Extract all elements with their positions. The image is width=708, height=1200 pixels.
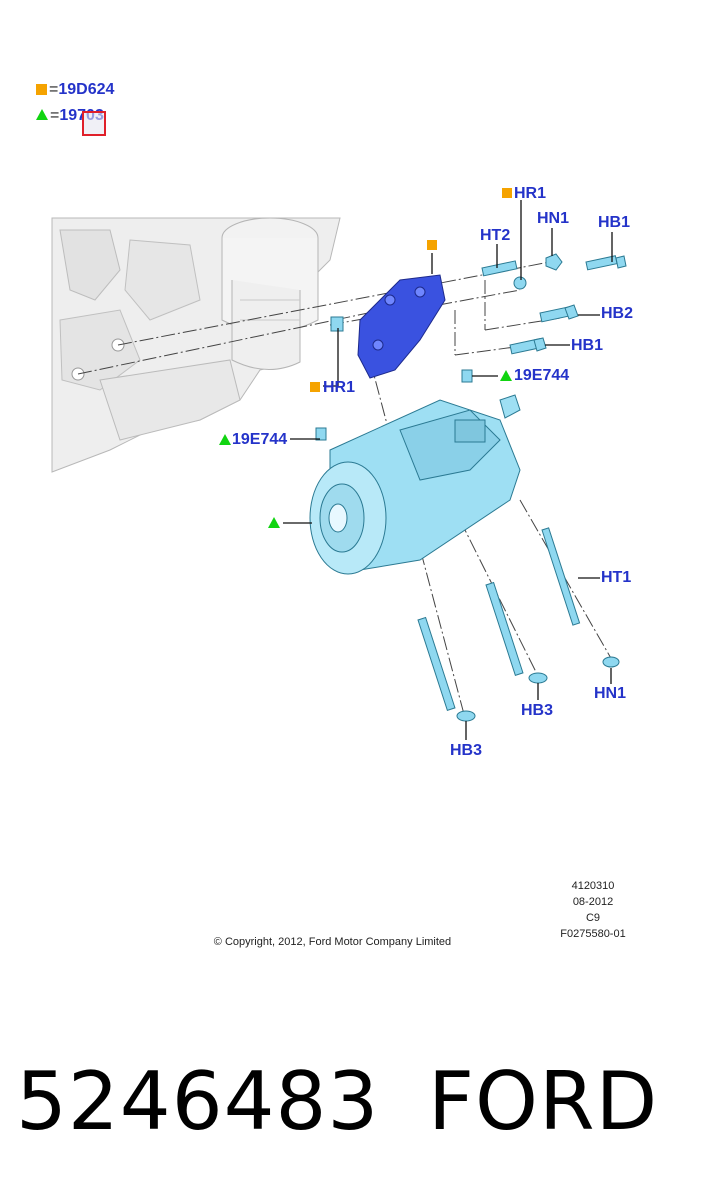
part-number: 5246483 <box>16 1055 380 1148</box>
callout-hr1-top[interactable]: HR1 <box>514 185 547 202</box>
exploded-parts-diagram <box>51 188 627 740</box>
triangle-marker-icon <box>268 517 280 528</box>
callout-19e744-left[interactable]: 19E744 <box>232 431 288 448</box>
square-marker-icon <box>310 382 320 392</box>
callout-hr1-left[interactable]: HR1 <box>323 379 356 396</box>
callout-hn1-top[interactable]: HN1 <box>537 210 570 227</box>
callout-hb3-left[interactable]: HB3 <box>450 742 483 759</box>
figure-id: F0275580-01 <box>560 928 626 940</box>
drawing-number: 4120310 <box>571 880 615 892</box>
callout-19e744-right[interactable]: 19E744 <box>514 367 570 384</box>
callout-hb1-top[interactable]: HB1 <box>598 214 631 231</box>
drawing-date: 08-2012 <box>572 896 614 908</box>
callout-ht1[interactable]: HT1 <box>601 569 632 586</box>
square-marker-icon <box>36 84 47 95</box>
square-marker-icon <box>427 240 437 250</box>
bracket-19D624[interactable] <box>357 274 446 379</box>
selection-highlight-box <box>82 111 106 136</box>
callout-hb3-mid[interactable]: HB3 <box>521 702 554 719</box>
callout-hb1-mid[interactable]: HB1 <box>571 337 604 354</box>
callout-hn1-bottom[interactable]: HN1 <box>594 685 627 702</box>
brand-name: FORD <box>428 1055 659 1148</box>
ac-compressor[interactable] <box>309 394 521 575</box>
drawing-code: C9 <box>585 912 601 924</box>
engine-block <box>51 217 341 473</box>
legend-row-square: =19D624 <box>36 81 114 99</box>
fasteners <box>315 253 627 722</box>
callout-hb2[interactable]: HB2 <box>601 305 634 322</box>
triangle-marker-icon <box>219 434 231 445</box>
callout-ht2[interactable]: HT2 <box>480 227 511 244</box>
copyright-notice: © Copyright, 2012, Ford Motor Company Li… <box>213 936 452 948</box>
square-marker-icon <box>502 188 512 198</box>
leader-lines <box>283 200 613 740</box>
legend-square-ref[interactable]: 19D624 <box>58 81 115 98</box>
triangle-marker-icon <box>500 370 512 381</box>
triangle-marker-icon <box>36 109 48 120</box>
